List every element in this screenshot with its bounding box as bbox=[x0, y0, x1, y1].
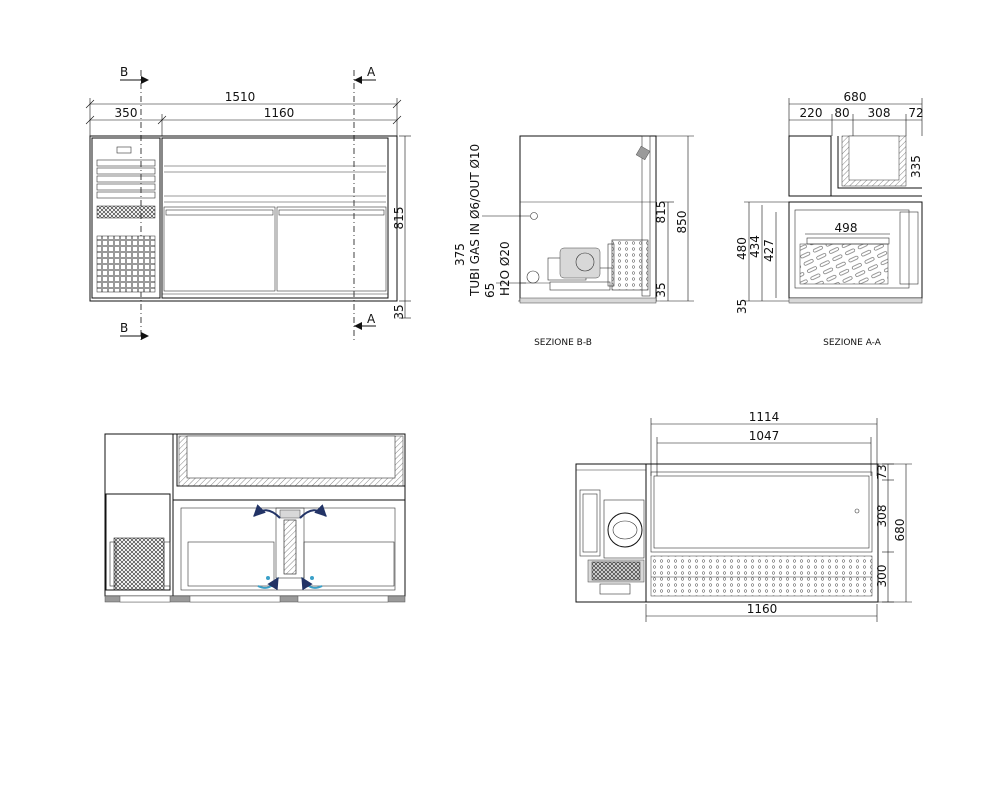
plan-dim-73: 73 bbox=[875, 464, 889, 479]
dim-35: 35 bbox=[392, 304, 406, 319]
caption-section-b-b: SEZIONE B-B bbox=[534, 338, 592, 348]
dim-498: 498 bbox=[835, 221, 858, 235]
plan-view: 1114 1047 73 308 300 680 bbox=[575, 410, 912, 622]
plan-dim-1047: 1047 bbox=[749, 429, 780, 443]
water-label: H2O Ø20 bbox=[498, 241, 512, 296]
section-marker-b-top: B bbox=[120, 65, 128, 79]
caption-section-a-a: SEZIONE A-A bbox=[823, 338, 882, 348]
plan-dim-1160: 1160 bbox=[747, 602, 778, 616]
dim-815-b: 815 bbox=[654, 201, 668, 224]
plan-dim-308: 308 bbox=[875, 505, 889, 528]
dim-72: 72 bbox=[908, 106, 923, 120]
dim-480: 480 bbox=[735, 237, 749, 260]
section-b-b: TUBI GAS IN Ø6/OUT Ø10 H2O Ø20 375 65 81… bbox=[453, 135, 694, 348]
front-view: 1510 350 1160 B B A A bbox=[85, 65, 411, 340]
plan-dim-300: 300 bbox=[875, 565, 889, 588]
dim-1510: 1510 bbox=[225, 90, 256, 104]
dim-35-a: 35 bbox=[735, 299, 749, 314]
dim-35-b: 35 bbox=[654, 282, 668, 297]
plan-dim-1114: 1114 bbox=[749, 410, 780, 424]
dim-335: 335 bbox=[909, 155, 923, 178]
plan-dim-680: 680 bbox=[893, 519, 907, 542]
dim-434: 434 bbox=[748, 235, 762, 258]
section-a-a: 680 220 80 308 72 335 498 480 434 bbox=[735, 90, 924, 348]
dim-80: 80 bbox=[834, 106, 849, 120]
dim-680: 680 bbox=[844, 90, 867, 104]
dim-220: 220 bbox=[800, 106, 823, 120]
dim-308: 308 bbox=[868, 106, 891, 120]
dim-850: 850 bbox=[675, 211, 689, 234]
section-marker-b-bottom: B bbox=[120, 321, 128, 335]
dim-427: 427 bbox=[762, 239, 776, 262]
section-marker-a-top: A bbox=[367, 65, 376, 79]
dim-1160: 1160 bbox=[264, 106, 295, 120]
pipes-label: TUBI GAS IN Ø6/OUT Ø10 bbox=[468, 144, 482, 297]
section-marker-a-bottom: A bbox=[367, 312, 376, 326]
dim-65: 65 bbox=[483, 283, 497, 298]
dim-375: 375 bbox=[453, 243, 467, 266]
airflow-view bbox=[104, 433, 406, 603]
dim-815: 815 bbox=[392, 207, 406, 230]
dim-350: 350 bbox=[115, 106, 138, 120]
